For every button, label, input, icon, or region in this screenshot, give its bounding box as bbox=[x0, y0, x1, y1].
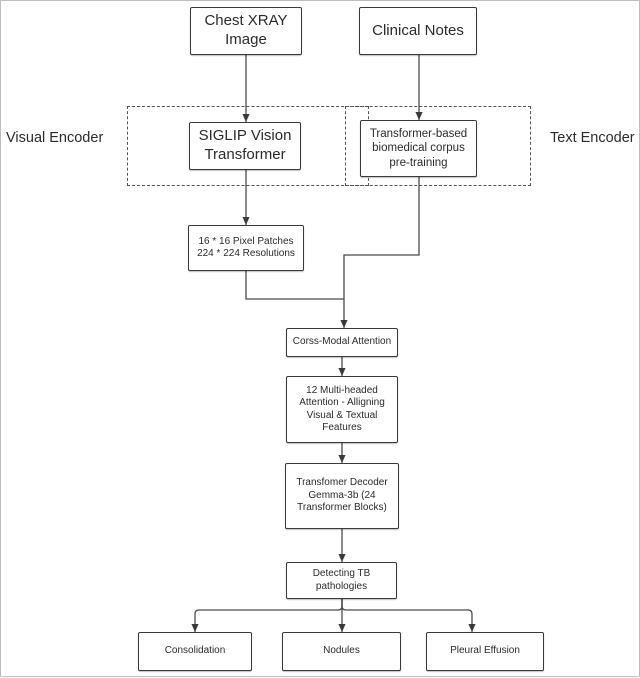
decoder-line-1: Transfomer Decoder bbox=[296, 477, 388, 489]
nodules-line-1: Nodules bbox=[323, 645, 360, 657]
clinical-notes-line-1: Clinical Notes bbox=[372, 21, 464, 39]
multi-head-line-3: Visual & Textual bbox=[306, 409, 378, 421]
edge-text-transformer-to-cross-modal bbox=[340, 177, 420, 328]
nodules-node: Nodules bbox=[282, 632, 401, 671]
pixel-patches-line-1: 16 * 16 Pixel Patches bbox=[198, 235, 294, 247]
pixel-patches-line-2: 224 * 224 Resolutions bbox=[197, 248, 295, 259]
multi-head-line-1: 12 Multi-headed bbox=[306, 384, 378, 396]
siglip-line-1: SIGLIP Vision bbox=[198, 127, 292, 145]
detecting-line-1: Detecting TB bbox=[312, 568, 371, 579]
edge-detecting-to-consolidation bbox=[191, 599, 343, 632]
consolidation-node: Consolidation bbox=[138, 632, 252, 671]
detecting-line-2: pathologies bbox=[315, 580, 368, 592]
chest-xray-line-1: Chest XRAY bbox=[204, 12, 288, 30]
multi-head-line-2: Attention - Alligning bbox=[299, 397, 385, 408]
edge-patches-to-cross-modal bbox=[245, 271, 344, 300]
cross-modal-attention-node: Corss-Modal Attention bbox=[286, 328, 398, 357]
pleural-effusion-line-1: Pleural Effusion bbox=[450, 645, 520, 657]
siglip-line-2: Transformer bbox=[204, 146, 286, 163]
consolidation-line-1: Consolidation bbox=[164, 645, 226, 657]
text-transformer-line-2: biomedical corpus bbox=[372, 142, 465, 155]
text-transformer-line-1: Transformer-based bbox=[369, 127, 468, 140]
edge-detecting-to-pleural-effusion bbox=[341, 599, 476, 632]
text-encoder-label: Text Encoder bbox=[550, 130, 635, 146]
cross-modal-line-1: Corss-Modal Attention bbox=[292, 336, 392, 348]
multi-head-line-4: Features bbox=[322, 422, 362, 433]
text-transformer-line-3: pre-training bbox=[389, 156, 448, 169]
chest-xray-line-2: Image bbox=[225, 31, 267, 48]
pleural-effusion-node: Pleural Effusion bbox=[426, 632, 544, 671]
clinical-notes-node: Clinical Notes bbox=[359, 7, 477, 55]
text-encoder-group bbox=[345, 106, 531, 186]
decoder-line-3: Transformer Blocks) bbox=[297, 502, 387, 514]
visual-encoder-label: Visual Encoder bbox=[6, 130, 104, 146]
decoder-line-2: Gemma-3b (24 bbox=[308, 489, 376, 501]
